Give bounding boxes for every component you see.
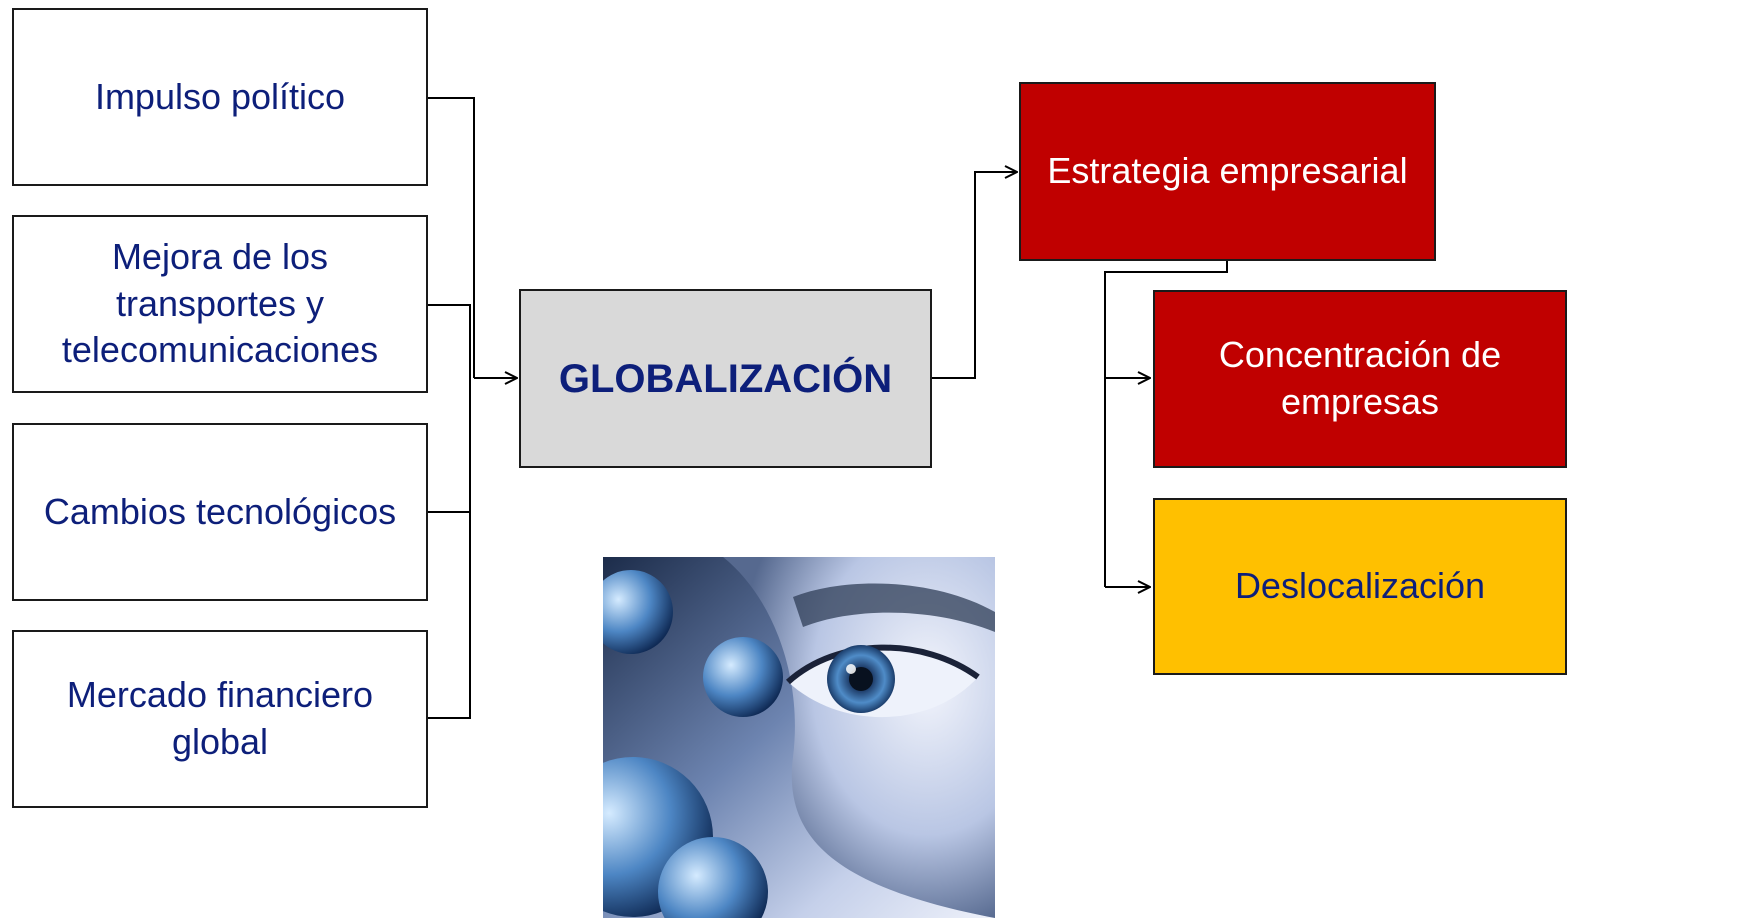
cause-label: Mejora de los transportes y telecomunica… bbox=[61, 235, 379, 371]
cause-tech-changes: Cambios tecnológicos bbox=[12, 423, 428, 601]
arrow-to-strategy bbox=[932, 172, 1017, 379]
eye-globes-image bbox=[603, 557, 995, 918]
deslocalization-box: Deslocalización bbox=[1153, 498, 1567, 675]
cause-transport-telecom: Mejora de los transportes y telecomunica… bbox=[12, 215, 428, 393]
deslocalization-label: Deslocalización bbox=[1234, 565, 1486, 607]
globalization-box: GLOBALIZACIÓN bbox=[519, 289, 932, 468]
cause-label: Mercado financiero global bbox=[66, 674, 374, 762]
connector-cause-1 bbox=[428, 97, 475, 378]
strategy-box: Estrategia empresarial bbox=[1019, 82, 1436, 261]
cause-financial-market: Mercado financiero global bbox=[12, 630, 428, 808]
cause-political-impulse: Impulso político bbox=[12, 8, 428, 186]
concentration-label: Concentración de empresas bbox=[1218, 334, 1502, 422]
center-label: GLOBALIZACIÓN bbox=[558, 356, 893, 401]
concentration-box: Concentración de empresas bbox=[1153, 290, 1567, 468]
connector-strategy-down bbox=[1104, 261, 1228, 587]
cause-label: Impulso político bbox=[94, 75, 346, 117]
cause-label: Cambios tecnológicos bbox=[43, 490, 397, 532]
strategy-label: Estrategia empresarial bbox=[1047, 150, 1408, 192]
